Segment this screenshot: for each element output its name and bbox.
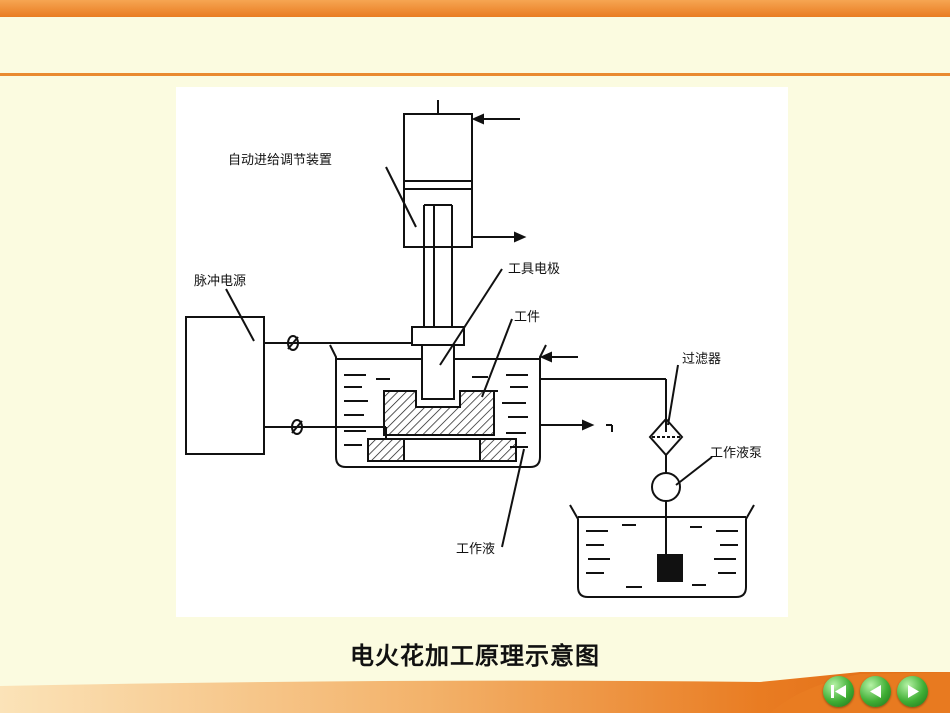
next-slide-button[interactable] [897, 676, 928, 707]
work-tank [329, 344, 547, 468]
slide-nav [823, 676, 928, 707]
label-pulse-power: 脉冲电源 [194, 274, 246, 289]
arrow-right-icon [908, 685, 919, 698]
workpiece [383, 390, 495, 436]
label-tool-electrode: 工具电极 [508, 262, 560, 277]
fluid-reservoir [569, 504, 755, 598]
label-feed-control: 自动进给调节装置 [228, 153, 332, 168]
base-support-left [367, 438, 405, 462]
header-divider [0, 73, 950, 76]
diagram-caption: 电火花加工原理示意图 [350, 641, 600, 670]
top-accent-bar [0, 0, 950, 17]
label-filter: 过滤器 [682, 352, 721, 367]
base-support-right [479, 438, 517, 462]
first-slide-button[interactable] [823, 676, 854, 707]
edm-diagram-svg: 自动进给调节装置 脉冲电源 工具电极 工件 过滤器 工作液泵 工作液 [185, 100, 762, 598]
label-pump: 工作液泵 [710, 446, 762, 461]
label-workpiece: 工件 [514, 310, 540, 325]
previous-slide-button[interactable] [860, 676, 891, 707]
label-fluid: 工作液 [456, 542, 495, 557]
pump-symbol [651, 472, 681, 502]
skip-back-icon [831, 685, 846, 698]
pump-inlet [657, 554, 683, 582]
tool-electrode [421, 344, 455, 400]
bottom-decorative-band [0, 672, 950, 713]
arrow-left-icon [870, 685, 881, 698]
pulse-power-box [185, 316, 265, 455]
electrode-chuck [411, 326, 465, 346]
edm-diagram: 自动进给调节装置 脉冲电源 工具电极 工件 过滤器 工作液泵 工作液 [176, 87, 788, 617]
